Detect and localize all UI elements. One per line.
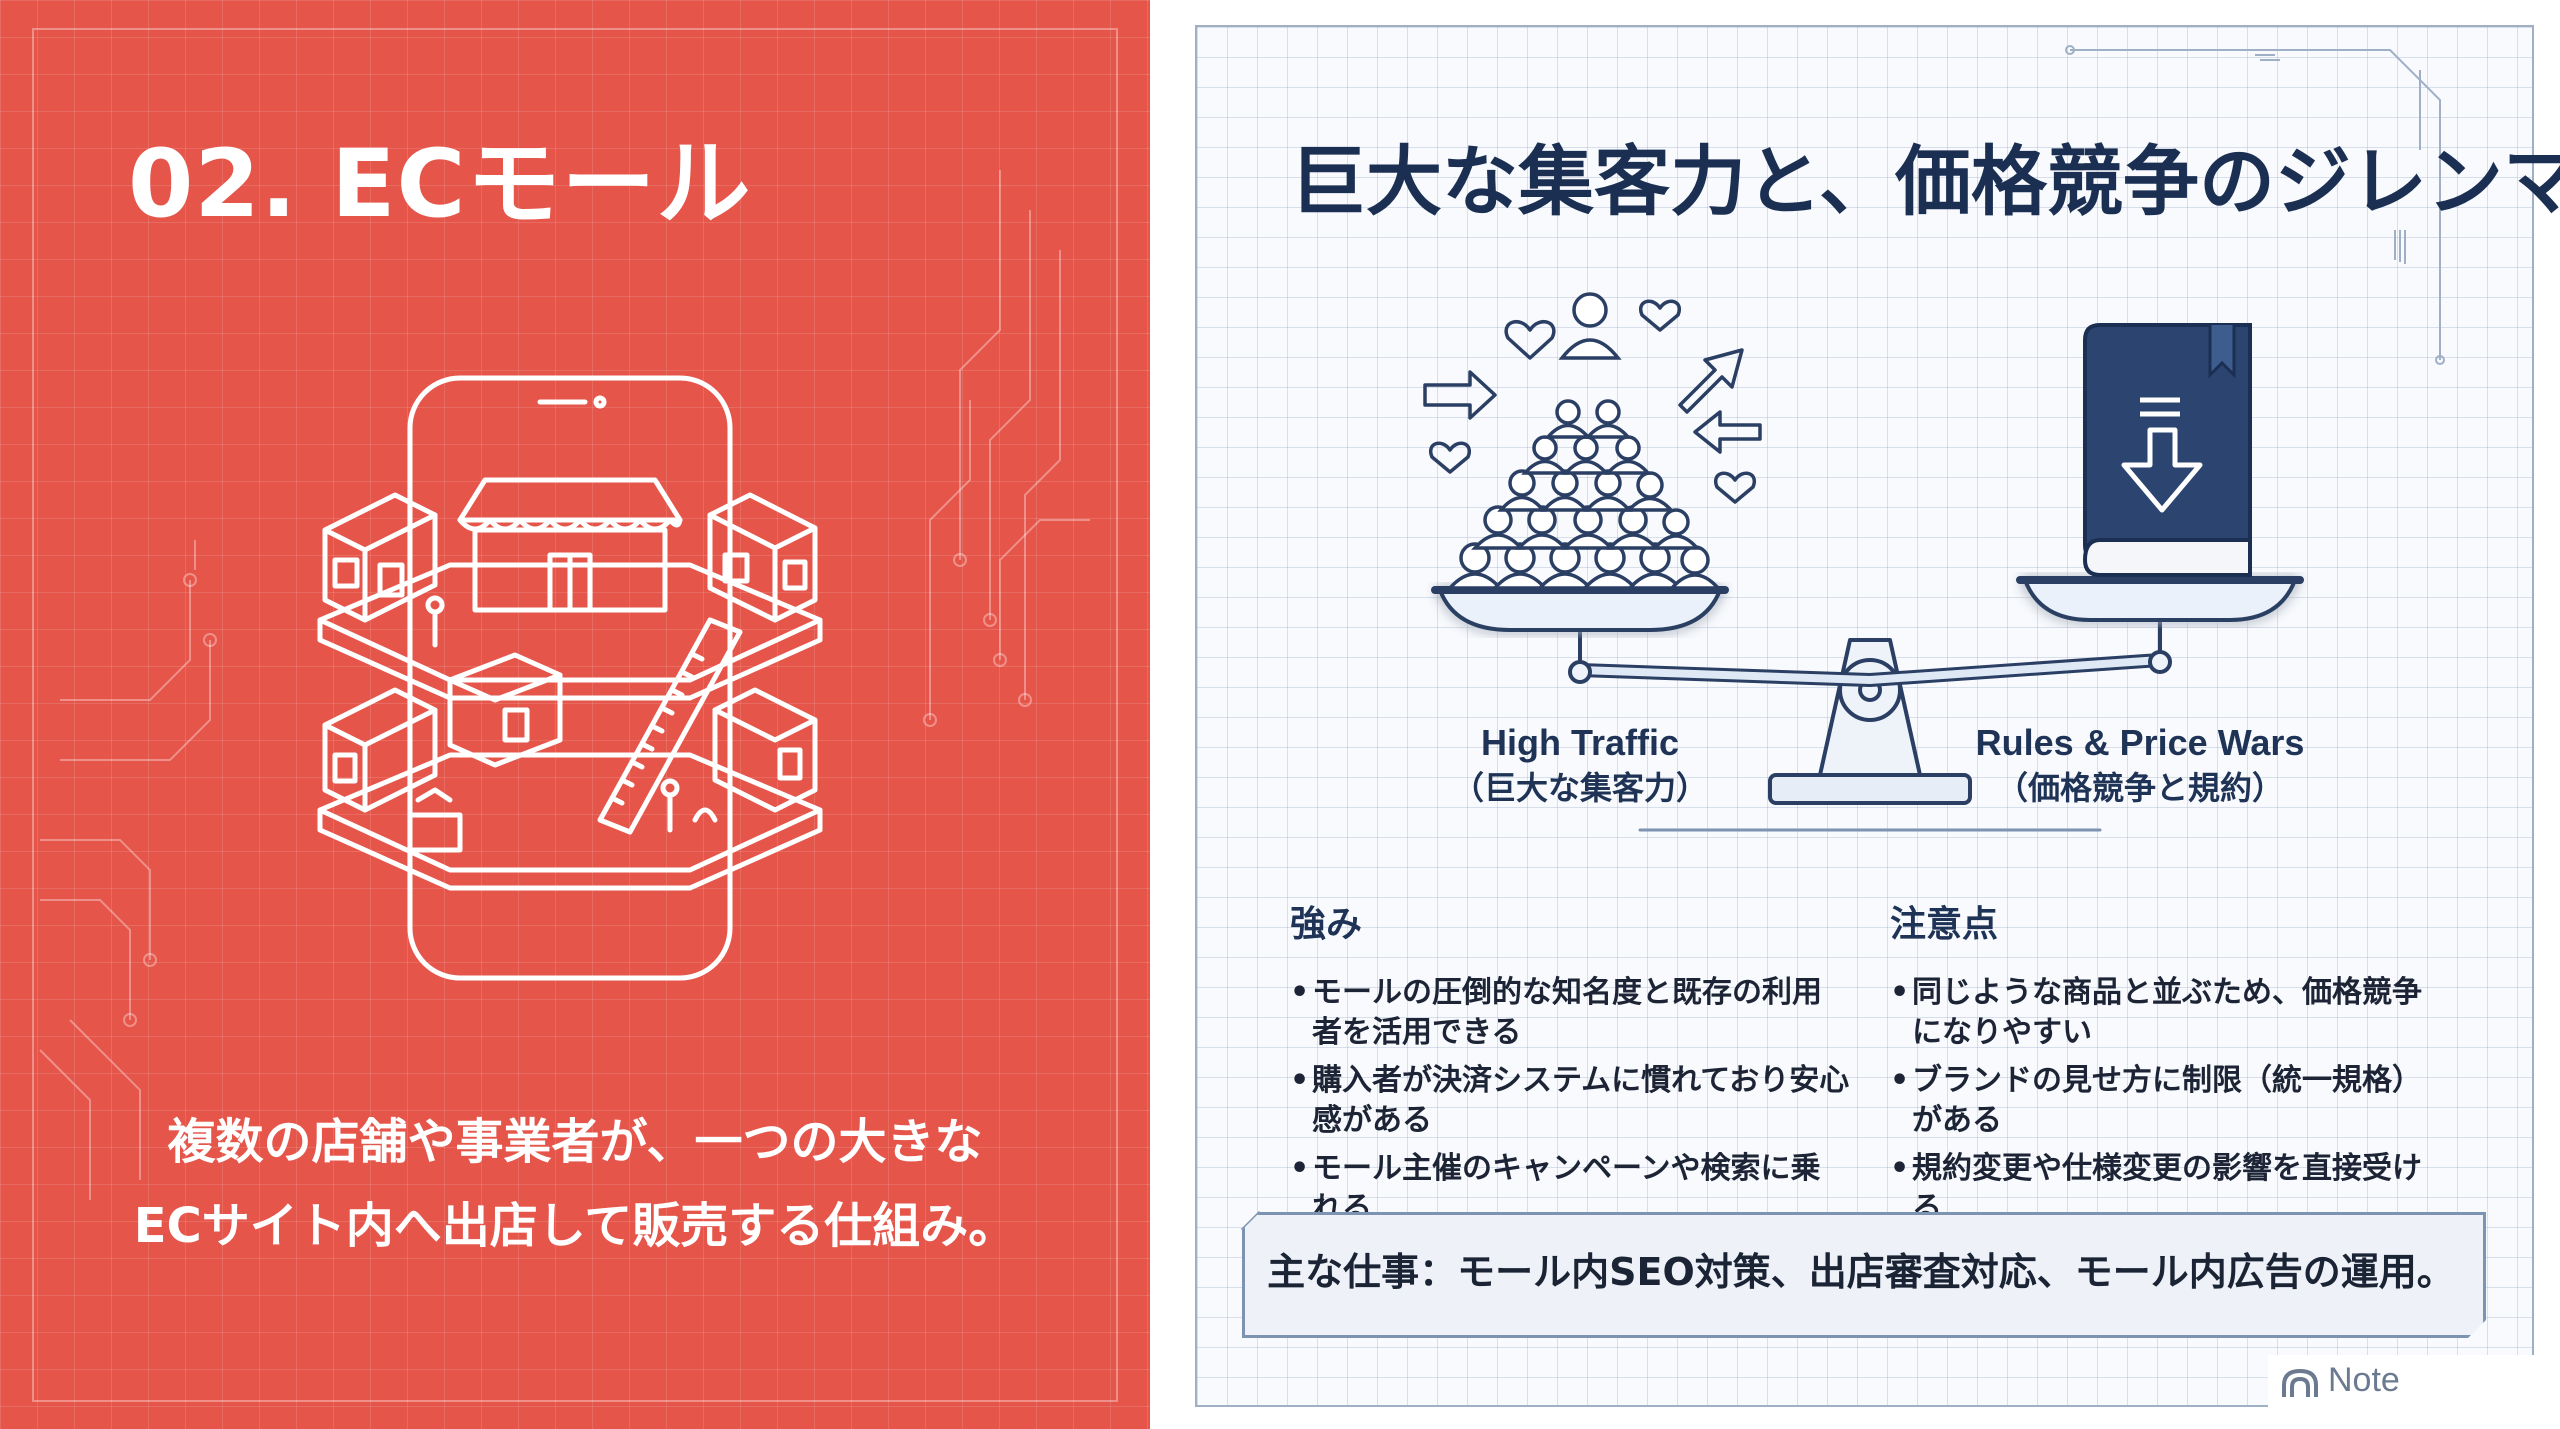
scale-right-label-jp: （価格競争と規約） <box>1995 769 2284 807</box>
scale-left-label-jp: （巨大な集客力） <box>1451 769 1708 807</box>
left-description: 複数の店舗や事業者が、一つの大きな ECサイト内へ出店して販売する仕組み。 <box>70 1100 1080 1268</box>
cautions-heading: 注意点 <box>1890 904 1999 945</box>
scale-left-label: High Traffic （巨大な集客力） <box>1390 720 1770 810</box>
scale-left-label-en: High Traffic <box>1480 722 1680 763</box>
cautions-list: 同じような商品と並ぶため、価格競争になりやすい ブランドの見せ方に制限（統一規格… <box>1890 973 2450 1229</box>
notebooklm-icon <box>2282 1368 2318 1397</box>
list-item: 規約変更や仕様変更の影響を直接受ける <box>1890 1149 2450 1229</box>
list-item: モール主催のキャンペーンや検索に乗れる <box>1290 1149 1850 1229</box>
smartphone-shopping-mall-icon <box>317 375 823 981</box>
rulebook-down-arrow-icon <box>2082 323 2252 577</box>
scale-right-label: Rules & Price Wars （価格競争と規約） <box>1930 720 2350 810</box>
slide-title: 巨大な集客力と、価格競争のジレンマ <box>1290 137 2560 226</box>
right-panel: 巨大な集客力と、価格競争のジレンマ <box>1150 0 2560 1429</box>
page-title: 02. ECモール <box>128 130 752 239</box>
list-item: ブランドの見せ方に制限（統一規格）がある <box>1890 1061 2450 1141</box>
watermark-text: Note <box>2328 1361 2400 1399</box>
strengths-section: 強み モールの圧倒的な知名度と既存の利用者を活用できる 購入者が決済システムに慣… <box>1290 895 1850 1237</box>
crowd-icon <box>1446 292 1722 590</box>
watermark: Note <box>2268 1355 2550 1411</box>
cautions-section: 注意点 同じような商品と並ぶため、価格競争になりやすい ブランドの見せ方に制限（… <box>1890 895 2450 1237</box>
description-line: 複数の店舗や事業者が、一つの大きな <box>167 1114 983 1170</box>
left-panel: 02. ECモール <box>0 0 1150 1429</box>
left-frame <box>32 28 1118 1402</box>
strengths-list: モールの圧倒的な知名度と既存の利用者を活用できる 購入者が決済システムに慣れてお… <box>1290 973 1850 1229</box>
list-item: 購入者が決済システムに慣れており安心感がある <box>1290 1061 1850 1141</box>
list-item: モールの圧倒的な知名度と既存の利用者を活用できる <box>1290 973 1850 1053</box>
circuit-decoration <box>39 170 1090 1200</box>
list-item: 同じような商品と並ぶため、価格競争になりやすい <box>1890 973 2450 1053</box>
main-job-text: 主な仕事：モール内SEO対策、出店審査対応、モール内広告の運用。 <box>1267 1250 2455 1294</box>
description-line: ECサイト内へ出店して販売する仕組み。 <box>133 1198 1017 1254</box>
strengths-heading: 強み <box>1290 904 1363 945</box>
balance-scale-icon <box>1423 292 2304 832</box>
main-job-box <box>1242 1212 2486 1338</box>
scale-right-label-en: Rules & Price Wars <box>1975 722 2305 763</box>
